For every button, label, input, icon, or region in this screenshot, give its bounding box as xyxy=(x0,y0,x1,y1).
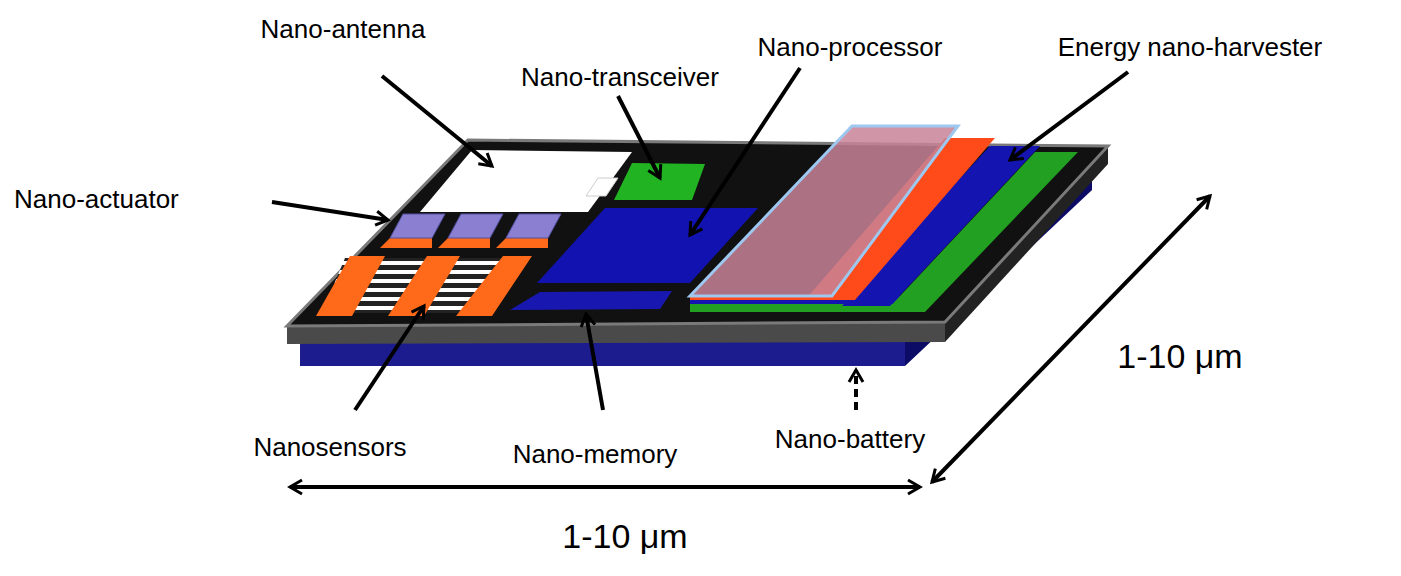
leader-arrow xyxy=(355,306,424,410)
antenna-feed xyxy=(586,178,618,196)
dimension-label: 1-10 μm xyxy=(560,517,689,556)
dimension-label: 1-10 μm xyxy=(1115,337,1244,376)
sensor-electrode xyxy=(316,256,385,316)
antenna-area xyxy=(420,150,632,212)
actuator-top xyxy=(390,214,445,238)
part-label: Energy nano-harvester xyxy=(1056,33,1324,63)
board-top xyxy=(287,140,1108,326)
leader-arrow xyxy=(586,314,603,410)
part-label: Nano-transceiver xyxy=(519,63,721,93)
transceiver-chip xyxy=(614,163,705,200)
harvester-layer xyxy=(690,126,958,296)
actuator-base xyxy=(380,238,432,248)
part-label: Nano-memory xyxy=(511,440,680,470)
part-label: Nano-processor xyxy=(756,33,945,63)
leader-arrow xyxy=(272,202,388,220)
actuator-base xyxy=(438,238,490,248)
leader-arrows xyxy=(272,68,1210,487)
leader-arrow xyxy=(690,68,800,235)
actuator-top xyxy=(506,214,561,238)
part-label: Nano-actuator xyxy=(12,185,181,215)
sensor-electrode xyxy=(456,256,532,316)
actuator-top xyxy=(448,214,503,238)
actuator-base xyxy=(496,238,548,248)
leader-arrow xyxy=(854,370,858,410)
part-label: Nano-antenna xyxy=(259,15,428,45)
part-label: Nano-battery xyxy=(773,425,927,455)
leader-arrow xyxy=(618,96,660,178)
dimension-arrow xyxy=(290,485,920,489)
part-label: Nanosensors xyxy=(251,433,408,463)
leader-arrow xyxy=(382,76,492,166)
leader-arrow xyxy=(1010,72,1128,160)
memory-chip xyxy=(510,291,672,310)
